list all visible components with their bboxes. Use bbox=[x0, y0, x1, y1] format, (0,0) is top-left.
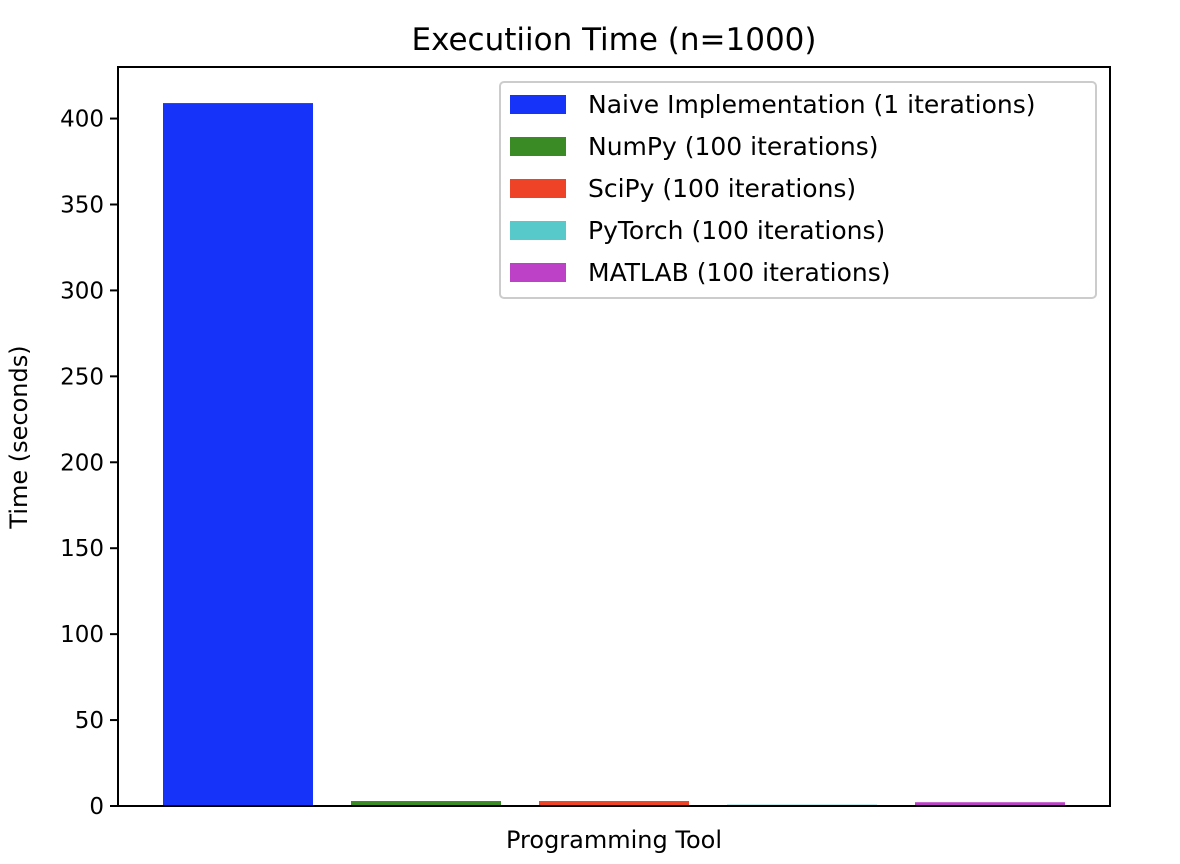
legend-frame bbox=[499, 81, 1097, 299]
legend-swatch bbox=[510, 95, 566, 114]
legend-label: PyTorch (100 iterations) bbox=[588, 216, 885, 245]
y-tick-label: 50 bbox=[75, 708, 104, 734]
bar-numpy bbox=[351, 801, 501, 806]
legend-label: Naive Implementation (1 iterations) bbox=[588, 90, 1036, 119]
legend-label: MATLAB (100 iterations) bbox=[588, 258, 891, 287]
y-tick-label: 250 bbox=[60, 364, 104, 390]
y-axis-ticks: 0 50 100 150 200 250 300 350 400 bbox=[60, 107, 118, 820]
y-tick-label: 400 bbox=[60, 107, 104, 133]
y-tick-label: 300 bbox=[60, 278, 104, 304]
legend-swatch bbox=[510, 221, 566, 240]
legend-label: SciPy (100 iterations) bbox=[588, 174, 856, 203]
y-tick-label: 200 bbox=[60, 450, 104, 476]
y-tick-label: 150 bbox=[60, 536, 104, 562]
bar-matlab bbox=[915, 802, 1065, 806]
legend-swatch bbox=[510, 263, 566, 282]
legend-items: Naive Implementation (1 iterations) NumPy… bbox=[510, 90, 1036, 287]
legend: Naive Implementation (1 iterations) NumPy… bbox=[499, 81, 1097, 299]
legend-swatch bbox=[510, 137, 566, 156]
y-tick-label: 0 bbox=[89, 794, 104, 820]
bar-scipy bbox=[539, 801, 689, 806]
plot-frame bbox=[117, 66, 1111, 807]
y-tick-label: 350 bbox=[60, 192, 104, 218]
y-axis-label: Time (seconds) bbox=[5, 345, 33, 529]
bar-naive bbox=[163, 103, 313, 806]
legend-label: NumPy (100 iterations) bbox=[588, 132, 879, 161]
legend-swatch bbox=[510, 179, 566, 198]
bars bbox=[163, 103, 1065, 806]
y-tick-label: 100 bbox=[60, 622, 104, 648]
x-axis-label: Programming Tool bbox=[506, 826, 722, 854]
chart-title: Executiion Time (n=1000) bbox=[411, 22, 816, 58]
